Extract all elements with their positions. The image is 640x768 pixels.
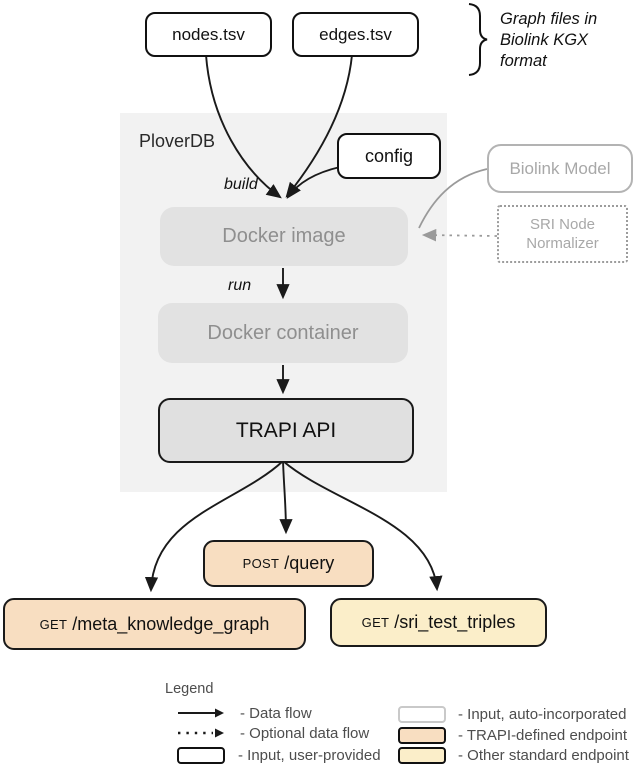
query-method: POST <box>242 556 280 571</box>
input-auto-label: - Input, auto-incorporated <box>458 705 627 723</box>
brace-glyph <box>468 3 488 76</box>
docker-image-label: Docker image <box>222 225 346 247</box>
kgx-note-line1: Graph files in <box>500 10 598 28</box>
sri-path: /sri_test_triples <box>394 612 516 632</box>
other-endpoint-box-icon <box>398 746 446 764</box>
meta-method: GET <box>39 616 68 632</box>
data-flow-arrow-icon <box>177 707 225 719</box>
biolink-model-box: Biolink Model <box>487 144 633 193</box>
legend-item-trapi-endpoint: - TRAPI-defined endpoint <box>398 726 627 744</box>
biolink-model-label: Biolink Model <box>509 158 611 178</box>
sri-node-normalizer-box: SRI Node Normalizer <box>497 205 628 263</box>
meta-path: /meta_knowledge_graph <box>72 613 270 634</box>
endpoint-query-box: POST /query <box>203 540 374 587</box>
trapi-api-label: TRAPI API <box>235 418 337 442</box>
kgx-note: Graph files in Biolink KGX format <box>500 9 630 72</box>
sri-method: GET <box>361 615 390 630</box>
run-label: run <box>228 277 252 294</box>
input-auto-box-icon <box>398 705 446 723</box>
input-user-box-icon <box>177 746 225 764</box>
query-path: /query <box>284 553 335 573</box>
legend-item-other-endpoint: - Other standard endpoint <box>398 746 629 764</box>
legend-item-input-user: - Input, user-provided <box>177 746 381 764</box>
other-endpoint-label: - Other standard endpoint <box>458 746 629 764</box>
data-flow-label: - Data flow <box>240 704 312 722</box>
optional-data-flow-arrow-icon <box>177 727 225 739</box>
ploverdb-title: PloverDB <box>139 131 216 151</box>
build-label: build <box>224 176 258 193</box>
edges-tsv-label: edges.tsv <box>319 24 392 44</box>
docker-image-box: Docker image <box>160 207 408 266</box>
kgx-note-line3: format <box>500 52 547 70</box>
legend-item-input-auto: - Input, auto-incorporated <box>398 705 626 723</box>
docker-container-box: Docker container <box>158 303 408 363</box>
config-box: config <box>337 133 441 179</box>
input-user-label: - Input, user-provided <box>238 746 381 764</box>
trapi-endpoint-box-icon <box>398 726 446 744</box>
endpoint-sri-test-triples-box: GET /sri_test_triples <box>330 598 547 647</box>
sri-node-normalizer-label: SRI Node Normalizer <box>526 215 599 253</box>
nodes-tsv-label: nodes.tsv <box>172 24 245 44</box>
sri-line1: SRI Node <box>529 216 596 233</box>
sri-line2: Normalizer <box>526 235 599 252</box>
endpoint-meta-knowledge-graph-box: GET /meta_knowledge_graph <box>3 598 306 650</box>
legend-item-data-flow: - Data flow <box>177 704 312 722</box>
nodes-tsv-box: nodes.tsv <box>145 12 272 57</box>
edges-tsv-box: edges.tsv <box>292 12 419 57</box>
legend-item-optional-data-flow: - Optional data flow <box>177 724 369 742</box>
config-label: config <box>364 145 414 166</box>
trapi-endpoint-label: - TRAPI-defined endpoint <box>458 726 627 744</box>
legend-title: Legend <box>165 681 214 697</box>
kgx-note-line2: Biolink KGX <box>500 31 589 49</box>
docker-container-label: Docker container <box>207 321 359 344</box>
trapi-api-box: TRAPI API <box>158 398 414 463</box>
optional-data-flow-label: - Optional data flow <box>240 724 370 742</box>
